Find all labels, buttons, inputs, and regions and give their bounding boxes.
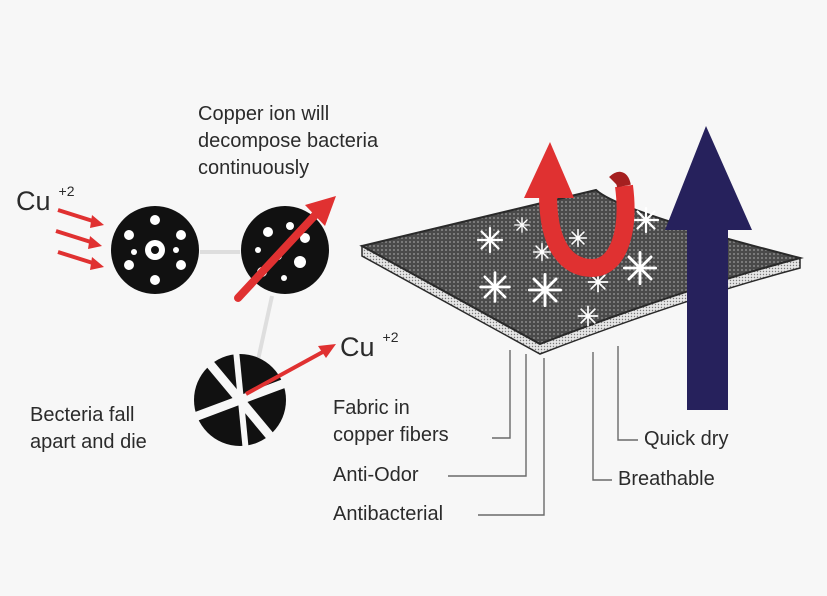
incoming-ion-arrows: [55, 208, 104, 270]
fabric-caption-line: Fabric in: [333, 397, 410, 419]
copper-ion-caption-line: continuously: [198, 157, 310, 179]
bacteria-caption: Becteria fall apart and die: [30, 402, 147, 456]
anti-odor-label: Anti-Odor: [333, 464, 419, 486]
copper-ion-caption: Copper ion will decompose bacteria conti…: [198, 101, 378, 182]
bacterium-intact-icon: [111, 206, 199, 294]
quick-dry-arrow-icon: [665, 126, 752, 410]
fabric-caption-line: copper fibers: [333, 424, 449, 446]
bacterium-pierced-icon: [234, 196, 336, 302]
fabric-caption: Fabric in copper fibers: [333, 395, 449, 449]
quick-dry-label: Quick dry: [644, 428, 729, 450]
ion-symbol: Cu: [340, 332, 375, 362]
ion-symbol: Cu: [16, 186, 51, 216]
copper-ion-caption-line: decompose bacteria: [198, 130, 379, 152]
connector-lines: [200, 250, 274, 361]
ion-charge: +2: [58, 183, 75, 199]
breathable-arrow-icon: [524, 142, 635, 278]
ion-charge: +2: [382, 329, 399, 345]
ion-label-right: Cu +2: [340, 322, 398, 362]
copper-ion-caption-line: Copper ion will: [198, 103, 330, 125]
antibacterial-label: Antibacterial: [333, 503, 444, 525]
bacterium-broken-icon: [190, 344, 336, 453]
bacteria-caption-line: apart and die: [30, 431, 147, 453]
breathable-label: Breathable: [618, 468, 715, 490]
callout-lines: [448, 346, 638, 516]
ion-label-left: Cu +2: [16, 176, 74, 216]
bacteria-caption-line: Becteria fall: [30, 404, 135, 426]
